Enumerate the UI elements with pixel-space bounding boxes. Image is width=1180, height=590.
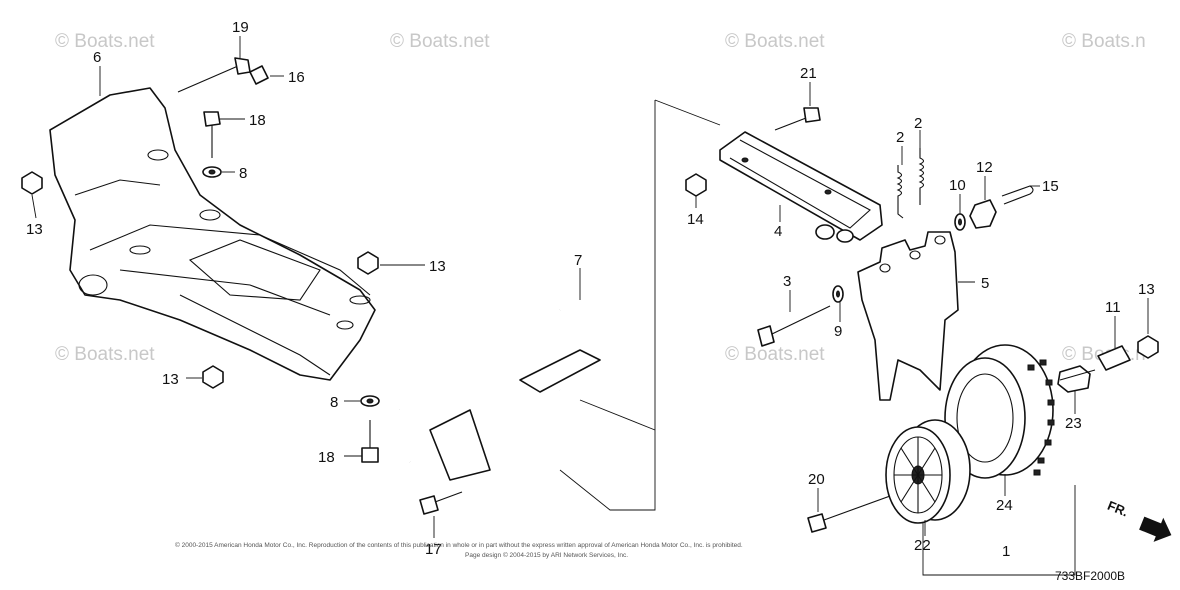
callout-3: 3 [783, 273, 791, 290]
washer-part-8-bottom [360, 395, 380, 407]
bolt-part-20 [807, 495, 891, 533]
callout-23: 23 [1065, 415, 1082, 432]
callout-7: 7 [574, 252, 582, 269]
collar-part-23 [1057, 365, 1096, 393]
callout-4: 4 [774, 223, 782, 240]
callout-11: 11 [1105, 299, 1121, 316]
bolt-part-17 [419, 491, 463, 515]
callout-8: 8 [239, 165, 247, 182]
callout-2: 2 [914, 115, 922, 132]
callout-24: 24 [996, 497, 1013, 514]
wheel-part-22 [885, 419, 971, 524]
washer-part-10 [954, 213, 966, 231]
watermark: © Boats.net [725, 344, 825, 365]
pin-part-15 [1001, 185, 1034, 205]
callout-12: 12 [976, 159, 993, 176]
callout-13: 13 [1138, 281, 1155, 298]
nut-part-13-right [1137, 335, 1159, 359]
washer-part-8-top [202, 166, 222, 178]
washer-part-9 [832, 285, 844, 303]
callout-1: 1 [1002, 543, 1010, 560]
plate-part-5 [857, 231, 959, 401]
callout-6: 6 [93, 49, 101, 66]
callout-13: 13 [162, 371, 179, 388]
callout-18: 18 [249, 112, 266, 129]
callout-5: 5 [981, 275, 989, 292]
frame-part-6 [49, 87, 376, 381]
spring-part-2-right [918, 148, 925, 205]
callout-10: 10 [949, 177, 966, 194]
watermark: © Boats.net [390, 31, 490, 52]
bracket-part-4 [719, 131, 883, 243]
callout-17: 17 [425, 541, 442, 558]
nut-part-12 [969, 199, 997, 229]
callout-19: 19 [232, 19, 249, 36]
bolt-part-18-top [203, 111, 221, 158]
handle-part-7 [395, 297, 688, 481]
callout-20: 20 [808, 471, 825, 488]
callout-labels: 19 6 16 18 8 13 13 13 8 18 17 7 21 14 4 … [26, 19, 1155, 560]
nut-part-13-bottom [202, 365, 224, 389]
callout-13: 13 [429, 258, 446, 275]
leader-lines [31, 36, 1149, 538]
callout-2: 2 [896, 129, 904, 146]
spring-part-2-left [896, 165, 904, 219]
front-direction-arrow-icon: FR. [1105, 498, 1172, 542]
nut-part-14 [685, 173, 707, 197]
direction-label: FR. [1105, 498, 1130, 520]
callout-21: 21 [800, 65, 817, 82]
callout-8: 8 [330, 394, 338, 411]
assembly-bracket [559, 99, 1076, 576]
watermark: © Boats.net [725, 31, 825, 52]
callout-13: 13 [26, 221, 43, 238]
bolt-part-18-bottom [361, 420, 379, 463]
page-design-notice: Page design © 2004-2015 by ARI Network S… [465, 551, 628, 559]
collar-part-16 [249, 65, 269, 85]
watermark: © Boats.net [55, 344, 155, 365]
copyright-notice: © 2000-2015 American Honda Motor Co., In… [175, 541, 743, 549]
callout-9: 9 [834, 323, 842, 340]
callout-18: 18 [318, 449, 335, 466]
bolt-part-3 [757, 305, 831, 347]
callout-14: 14 [687, 211, 704, 228]
callout-15: 15 [1042, 178, 1059, 195]
watermark: © Boats.n [1062, 31, 1146, 52]
watermark: © Boats.net [55, 31, 155, 52]
nut-part-13-center [357, 251, 379, 275]
bolt-part-21 [774, 107, 821, 131]
callout-16: 16 [288, 69, 305, 86]
bushing-part-11 [1097, 345, 1131, 371]
diagram-code: 733BF2000B [1055, 569, 1125, 583]
bolt-part-19 [177, 57, 251, 93]
nut-part-13-left [21, 171, 43, 195]
callout-22: 22 [914, 537, 931, 554]
